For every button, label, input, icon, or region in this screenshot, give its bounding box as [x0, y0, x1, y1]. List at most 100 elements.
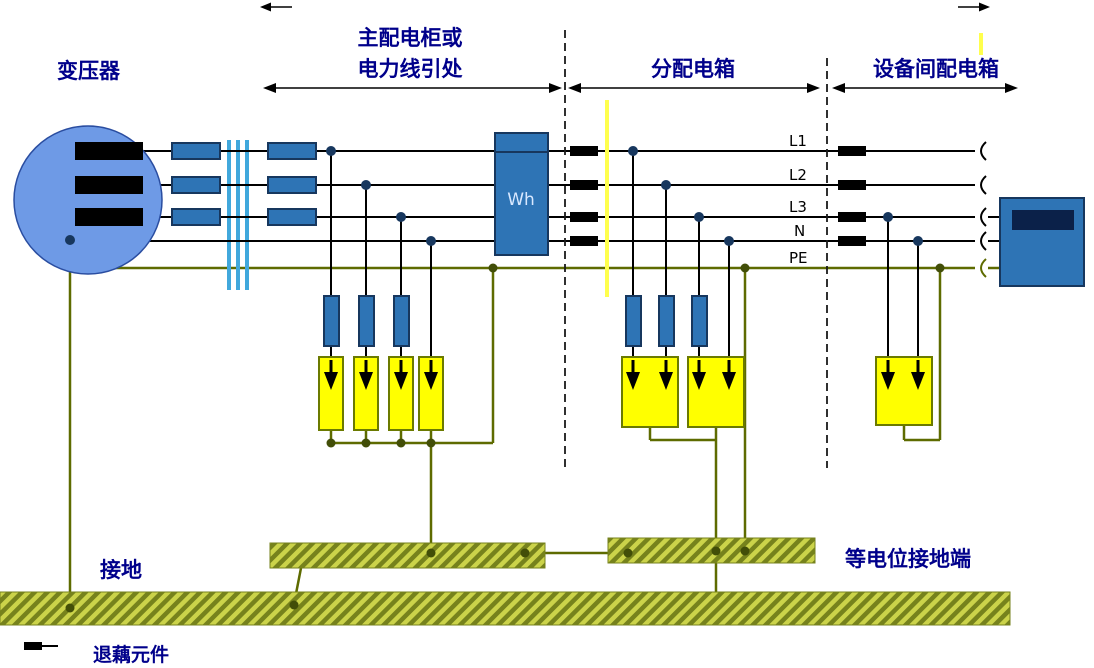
junction-dot	[396, 212, 406, 222]
transformer-winding-bar	[75, 208, 143, 226]
wh-meter-box	[494, 132, 549, 256]
wh-meter-label: Wh	[507, 190, 535, 210]
spd-arrester	[621, 356, 679, 428]
terminal-connector	[980, 175, 987, 195]
fuse-block	[267, 142, 317, 160]
spd-arrow-icon	[911, 372, 925, 390]
decoupling-element	[838, 236, 866, 246]
grounding-bars	[0, 537, 1011, 626]
transformer-label: 变压器	[57, 59, 121, 83]
equipotential-terminal-label: 等电位接地端	[845, 547, 971, 571]
junction-dot	[724, 236, 734, 246]
spd-arrow-icon	[424, 372, 438, 390]
spd-arrow-icon	[359, 372, 373, 390]
arrowhead-icon	[263, 83, 276, 93]
spd-arrester	[875, 356, 933, 426]
equipment-box-display	[1012, 210, 1074, 230]
transformer-winding-bar	[75, 176, 143, 194]
junction-dot	[326, 146, 336, 156]
wh-meter: Wh	[494, 132, 549, 256]
ground-dot	[396, 438, 406, 448]
spd-arrow-icon	[881, 372, 895, 390]
ground-bar-main	[269, 542, 546, 569]
conductor-label-n: N	[794, 222, 805, 240]
arrowhead-icon	[260, 2, 271, 12]
ground-bar-bottom	[0, 591, 1011, 626]
terminal-connectors	[980, 141, 987, 278]
junction-dot	[426, 236, 436, 246]
conductor-label-l2: L2	[789, 166, 807, 184]
ground-dot	[740, 546, 750, 556]
conductor-label-l1: L1	[789, 132, 807, 150]
legend-decoupling-label: 退藕元件	[93, 643, 169, 666]
legend	[24, 642, 58, 650]
ground-dot	[65, 603, 75, 613]
decoupling-element	[838, 146, 866, 156]
spd-disconnector	[658, 295, 675, 347]
fuse-block	[171, 208, 221, 226]
labels: 变压器 主配电柜或 电力线引处 分配电箱 设备间配电箱 接地 等电位接地端 退藕…	[57, 26, 999, 666]
fuse-block	[267, 208, 317, 226]
spd-disconnectors	[323, 295, 708, 347]
junction-dot	[65, 235, 75, 245]
spd-arrester	[687, 356, 745, 428]
ground-dot	[326, 438, 336, 448]
junction-dot	[361, 180, 371, 190]
ground-dot	[488, 263, 498, 273]
decoupling-element	[570, 212, 598, 222]
ground-dot	[426, 548, 436, 558]
conductor-label-pe: PE	[789, 249, 808, 267]
legend-decoupling-icon	[24, 642, 42, 650]
arrowhead-icon	[979, 2, 990, 12]
junction-dots-circuit	[65, 146, 923, 246]
transformer	[13, 125, 163, 275]
ground-dot	[935, 263, 945, 273]
ground-dot	[711, 546, 721, 556]
surge-arresters	[318, 356, 933, 431]
arrowhead-icon	[807, 83, 820, 93]
decoupling-element	[570, 146, 598, 156]
arrowhead-icon	[1005, 83, 1018, 93]
spd-disconnector	[691, 295, 708, 347]
spd-disconnector	[625, 295, 642, 347]
equipment-room-box-label: 设备间配电箱	[873, 57, 999, 81]
highlight-marks	[605, 33, 983, 297]
ground-dot	[520, 548, 530, 558]
spd-arrow-icon	[659, 372, 673, 390]
decoupling-element	[570, 180, 598, 190]
ground-dot	[426, 438, 436, 448]
decoupling-element	[838, 180, 866, 190]
ground-dot	[740, 263, 750, 273]
zone-span-arrows	[260, 2, 1018, 93]
terminal-connector	[980, 207, 987, 227]
fuse-block	[171, 176, 221, 194]
spd-disconnector	[358, 295, 375, 347]
spd-arrester	[418, 356, 444, 431]
spd-disconnector	[393, 295, 410, 347]
decoupling-elements	[570, 146, 866, 246]
fuse-block	[267, 176, 317, 194]
busbar-separators	[227, 140, 249, 290]
junction-dot	[628, 146, 638, 156]
arrowhead-icon	[568, 83, 581, 93]
junction-dot	[694, 212, 704, 222]
spd-arrow-icon	[692, 372, 706, 390]
equipment-box	[999, 197, 1085, 287]
fuse-blocks	[171, 142, 317, 226]
ground-dot	[361, 438, 371, 448]
ground-bar-distribution	[607, 537, 816, 564]
ground-dot	[623, 548, 633, 558]
transformer-circle	[13, 125, 163, 275]
spd-arrow-icon	[394, 372, 408, 390]
terminal-connector	[980, 258, 987, 278]
fuse-block	[171, 142, 221, 160]
junction-dot	[913, 236, 923, 246]
main-panel-label-line2: 电力线引处	[358, 57, 463, 81]
junction-dot	[883, 212, 893, 222]
decoupling-element	[838, 212, 866, 222]
arrowhead-icon	[549, 83, 562, 93]
zone-dividers	[564, 30, 828, 468]
spd-arrow-icon	[626, 372, 640, 390]
